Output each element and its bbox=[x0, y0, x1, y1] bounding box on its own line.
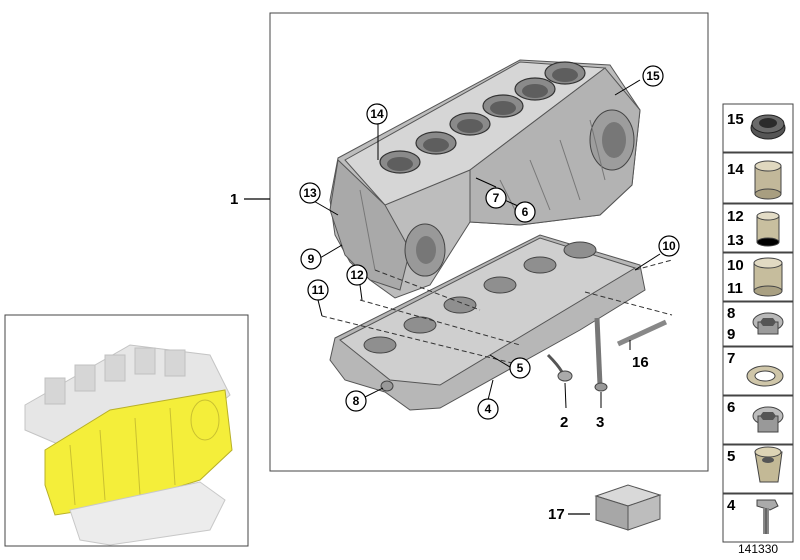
svg-text:12: 12 bbox=[350, 268, 364, 282]
callout-7[interactable]: 7 bbox=[485, 187, 507, 209]
callout-10[interactable]: 10 bbox=[658, 235, 680, 257]
svg-text:4: 4 bbox=[485, 402, 492, 416]
callout-4[interactable]: 4 bbox=[477, 398, 499, 420]
label-17[interactable]: 17 bbox=[548, 506, 565, 523]
svg-text:12: 12 bbox=[727, 208, 744, 225]
sleeve-icon bbox=[754, 160, 782, 200]
callout-5[interactable]: 5 bbox=[509, 357, 531, 379]
label-3[interactable]: 3 bbox=[596, 414, 604, 431]
parts-box-17-icon bbox=[594, 484, 662, 531]
seal-icon bbox=[750, 114, 786, 140]
svg-text:14: 14 bbox=[370, 107, 384, 121]
sealing-ring-icon bbox=[746, 365, 784, 387]
svg-text:7: 7 bbox=[727, 350, 735, 367]
bushing-icon bbox=[756, 211, 780, 247]
panel-row-12-13[interactable]: 12 13 bbox=[722, 203, 794, 253]
panel-row-15[interactable]: 15 bbox=[722, 103, 794, 153]
callout-9[interactable]: 9 bbox=[300, 248, 322, 270]
svg-text:9: 9 bbox=[308, 252, 315, 266]
callout-15[interactable]: 15 bbox=[642, 65, 664, 87]
svg-text:5: 5 bbox=[517, 361, 524, 375]
svg-text:13: 13 bbox=[303, 186, 317, 200]
svg-text:10: 10 bbox=[662, 239, 676, 253]
panel-row-4[interactable]: 4 bbox=[722, 493, 794, 543]
callout-11[interactable]: 11 bbox=[307, 279, 329, 301]
label-1: 1 bbox=[230, 191, 238, 208]
main-frame bbox=[269, 12, 709, 472]
callout-13[interactable]: 13 bbox=[299, 182, 321, 204]
callout-6[interactable]: 6 bbox=[514, 201, 536, 223]
callout-8[interactable]: 8 bbox=[345, 390, 367, 412]
diagram-code: 141330 bbox=[738, 542, 778, 556]
svg-text:14: 14 bbox=[727, 161, 744, 178]
panel-row-6[interactable]: 6 bbox=[722, 395, 794, 445]
svg-text:15: 15 bbox=[727, 111, 744, 128]
svg-text:10: 10 bbox=[727, 257, 744, 274]
svg-text:15: 15 bbox=[646, 69, 660, 83]
label-2[interactable]: 2 bbox=[560, 414, 568, 431]
svg-text:13: 13 bbox=[727, 232, 744, 249]
svg-text:11: 11 bbox=[727, 280, 743, 297]
bolt-icon bbox=[756, 499, 779, 534]
callout-12[interactable]: 12 bbox=[346, 264, 368, 286]
label-16[interactable]: 16 bbox=[632, 354, 649, 371]
panel-row-5[interactable]: 5 bbox=[722, 444, 794, 494]
svg-text:8: 8 bbox=[727, 305, 735, 322]
parts-panel: 15 14 12 13 bbox=[722, 103, 794, 543]
panel-row-8-9[interactable]: 8 9 bbox=[722, 301, 794, 347]
hex-plug-icon bbox=[752, 406, 784, 433]
threaded-plug-icon bbox=[754, 446, 783, 483]
panel-row-10-11[interactable]: 10 11 bbox=[722, 252, 794, 302]
svg-text:9: 9 bbox=[727, 326, 735, 343]
svg-text:7: 7 bbox=[493, 191, 500, 205]
svg-text:11: 11 bbox=[312, 283, 325, 297]
svg-text:5: 5 bbox=[727, 448, 735, 465]
panel-row-7[interactable]: 7 bbox=[722, 346, 794, 396]
svg-text:8: 8 bbox=[353, 394, 360, 408]
inset-engine-location bbox=[24, 344, 233, 546]
panel-row-14[interactable]: 14 bbox=[722, 152, 794, 204]
svg-text:4: 4 bbox=[727, 497, 736, 514]
bushing-large-icon bbox=[753, 257, 783, 297]
screw-plug-icon bbox=[752, 312, 784, 335]
svg-text:6: 6 bbox=[727, 399, 735, 416]
svg-text:6: 6 bbox=[522, 205, 529, 219]
engine-block-illustration bbox=[321, 59, 673, 411]
callout-14[interactable]: 14 bbox=[366, 103, 388, 125]
